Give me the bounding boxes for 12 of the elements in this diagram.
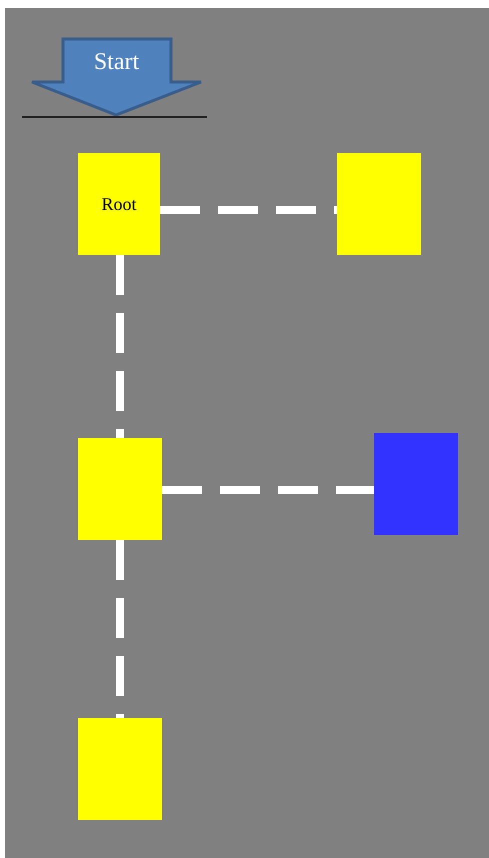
connector-line <box>160 206 337 214</box>
connector-line <box>116 540 124 718</box>
box-node <box>374 433 458 535</box>
connector-line <box>116 255 124 438</box>
box-node <box>337 153 421 255</box>
process-box <box>78 153 160 255</box>
start-arrow <box>30 37 203 116</box>
connector-line <box>162 486 374 494</box>
box-node <box>78 718 162 820</box>
node-label: Start <box>94 49 140 76</box>
node-label: Root <box>101 194 136 214</box>
box-node <box>78 438 162 540</box>
